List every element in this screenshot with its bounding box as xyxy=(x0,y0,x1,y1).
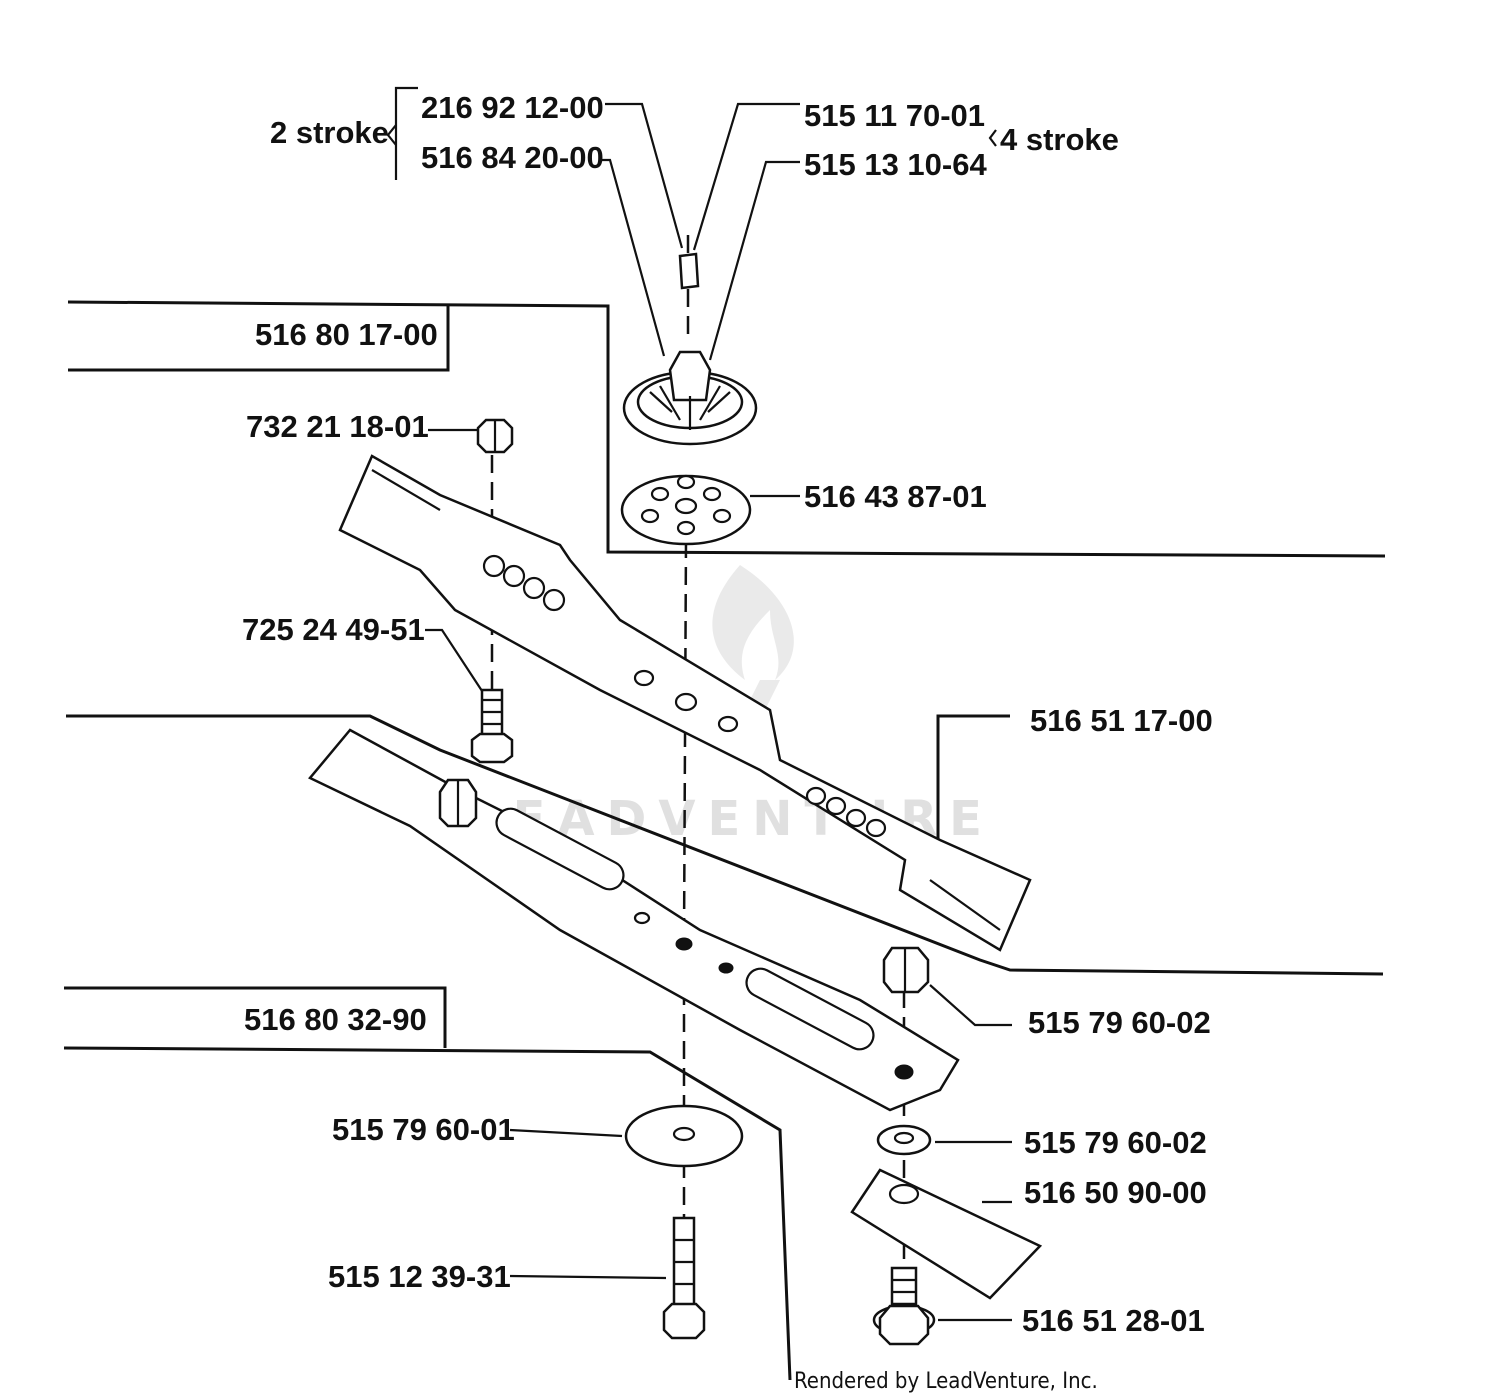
small-blade xyxy=(850,1168,1043,1300)
part-label-515-12-39-31: 515 12 39-31 xyxy=(328,1259,511,1294)
bolt-center xyxy=(662,1216,706,1340)
part-label-732-21-18-01: 732 21 18-01 xyxy=(246,409,429,444)
watermark-flame-icon xyxy=(712,565,794,680)
label-4-stroke: 4 stroke xyxy=(1000,122,1119,157)
part-label-515-11-70-01: 515 11 70-01 xyxy=(804,98,985,133)
nut-right xyxy=(882,946,930,994)
part-label-516-50-90-00: 516 50 90-00 xyxy=(1024,1175,1207,1210)
part-label-725-24-49-51: 725 24 49-51 xyxy=(242,612,425,647)
mounting-disc xyxy=(620,474,752,546)
part-label-516-43-87-01: 516 43 87-01 xyxy=(804,479,987,514)
bolt-right xyxy=(872,1266,936,1346)
lower-blade-bar xyxy=(308,728,960,1112)
upper-blade xyxy=(338,454,1032,952)
small-washer xyxy=(876,1124,932,1156)
label-2-stroke: 2 stroke xyxy=(270,115,389,150)
part-label-516-51-28-01: 516 51 28-01 xyxy=(1022,1303,1205,1338)
part-label-515-79-60-02-nut: 515 79 60-02 xyxy=(1028,1005,1211,1040)
part-label-216-92-12-00: 216 92 12-00 xyxy=(421,90,604,125)
part-label-516-51-17-00: 516 51 17-00 xyxy=(1030,703,1213,738)
part-label-516-84-20-00: 516 84 20-00 xyxy=(421,140,604,175)
large-washer xyxy=(624,1104,744,1168)
part-label-516-80-17-00: 516 80 17-00 xyxy=(255,317,438,352)
part-label-515-79-60-02-washer: 515 79 60-02 xyxy=(1024,1125,1207,1160)
engine-type-brackets xyxy=(386,86,997,180)
part-label-516-80-32-90: 516 80 32-90 xyxy=(244,1002,427,1037)
part-label-515-13-10-64: 515 13 10-64 xyxy=(804,147,987,182)
part-label-515-79-60-01: 515 79 60-01 xyxy=(332,1112,515,1147)
nut-top xyxy=(476,418,514,454)
blade-adapter-hub xyxy=(622,350,758,446)
woodruff-key xyxy=(678,252,700,290)
render-credit: Rendered by LeadVenture, Inc. xyxy=(794,1369,1098,1394)
leader-lines xyxy=(425,102,1012,1322)
bolt-left xyxy=(470,688,514,764)
